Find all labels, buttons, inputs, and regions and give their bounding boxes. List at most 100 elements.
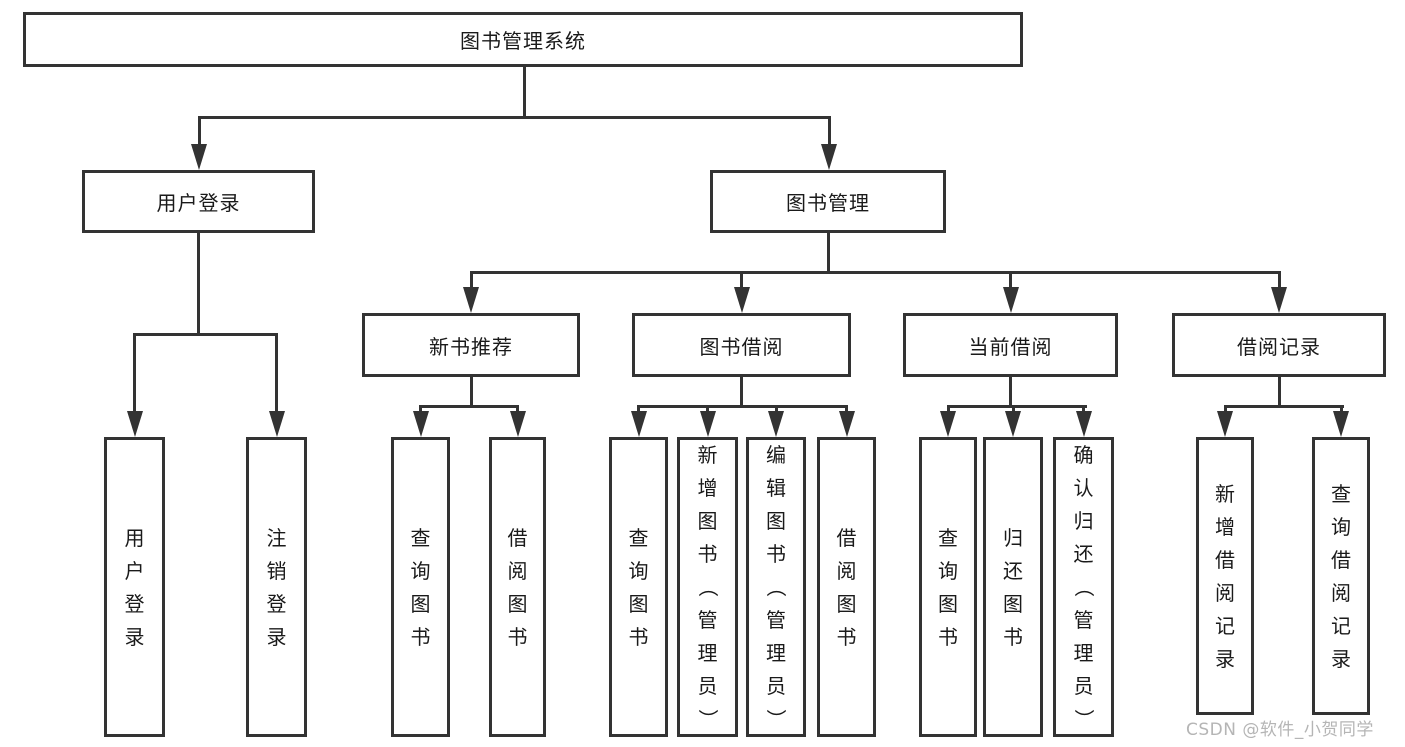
leaf-label-char: 员 [1073,674,1094,698]
leaf-label-char: 用 [124,525,145,550]
edge-root-rail [197,115,831,119]
leaf-label-char: 书 [1003,624,1023,649]
edge-borrow-records-stem [1277,377,1281,406]
leaf-label-char: 管 [766,608,786,632]
edge-user-login-rail [133,332,278,336]
leaf-label-char: 询 [938,558,958,583]
leaf-borrow-books: 借阅图书 [817,437,876,737]
leaf-label-char: 登 [124,591,145,616]
leaf-label-char: ） [695,709,720,729]
arrowhead-leaf-logout [268,411,285,437]
edge-drop-query-borrow-record [1339,406,1343,412]
leaf-label-char: 注 [266,525,287,550]
leaf-label-char: 管 [1073,608,1094,632]
arrowhead-query-books-current [940,411,956,437]
edge-drop-user-login [197,117,201,144]
leaf-label-char: 员 [766,674,786,698]
leaf-label-char: 管 [697,608,718,632]
leaf-label-char: 书 [836,624,857,649]
node-book-borrow-label: 图书借阅 [699,334,784,359]
edge-book-management-stem [826,233,830,272]
arrowhead-borrow-books [838,411,855,437]
leaf-label-char: 书 [697,542,718,566]
leaf-label-char: 记 [1215,613,1235,638]
leaf-label-char: 理 [1073,641,1094,665]
edge-book-borrow-rail [637,404,848,408]
edge-drop-leaf-user-login [133,334,136,411]
arrowhead-return-books [1005,411,1021,437]
edge-drop-current-borrow [1009,272,1012,287]
node-borrow-records: 借阅记录 [1172,313,1386,377]
leaf-label-char: 查 [628,525,649,550]
edge-root-stem [522,67,526,117]
edge-drop-book-borrow [740,272,743,287]
edge-current-borrow-rail [946,404,1087,408]
leaf-query-books-current: 查询图书 [919,437,977,737]
edge-drop-query-books-recommend [419,406,422,412]
leaf-query-borrow-record: 查询借阅记录 [1312,437,1370,715]
leaf-label-char: 登 [266,591,287,616]
leaf-label-char: 借 [1215,547,1235,572]
node-root: 图书管理系统 [23,12,1023,67]
edge-borrow-records-rail [1223,404,1344,408]
node-borrow-records-label: 借阅记录 [1237,334,1321,359]
leaf-label-char: 增 [1215,514,1235,539]
edge-drop-borrow-books [845,406,848,412]
edge-new-book-recommend-rail [419,404,519,408]
edge-drop-query-books-borrow [637,406,640,412]
leaf-label-char: 阅 [836,558,857,583]
edge-user-login-stem [197,233,200,334]
leaf-borrow-books-recommend: 借阅图书 [489,437,546,737]
arrowhead-new-book-recommend [463,287,479,313]
arrowhead-query-borrow-record [1333,411,1349,437]
node-new-book-recommend-label: 新书推荐 [429,334,513,359]
node-book-management-label: 图书管理 [786,191,870,215]
leaf-query-books-borrow: 查询图书 [609,437,668,737]
node-current-borrow: 当前借阅 [903,313,1118,377]
leaf-label-char: 书 [410,624,431,649]
leaf-label-char: 询 [628,558,649,583]
leaf-query-books-recommend: 查询图书 [391,437,450,737]
edge-drop-edit-books-admin [774,406,778,412]
leaf-label-char: 图 [1003,591,1023,616]
edge-current-borrow-stem [1009,377,1012,406]
leaf-label-char: 询 [410,558,431,583]
leaf-logout: 注销登录 [246,437,307,737]
arrowhead-leaf-user-login [126,411,143,437]
csdn-watermark: CSDN @软件_小贺同学 [1186,720,1374,740]
leaf-label-char: 图 [938,591,958,616]
leaf-label-char: 图 [507,591,528,616]
arrowhead-book-borrow [733,287,750,313]
node-user-login: 用户登录 [82,170,315,233]
node-book-borrow: 图书借阅 [632,313,851,377]
leaf-label-char: 图 [697,509,718,533]
leaf-label-char: 还 [1003,558,1023,583]
leaf-label-char: ） [764,709,788,729]
leaf-label-char: 录 [266,624,287,649]
leaf-label-char: 辑 [766,476,786,500]
arrowhead-borrow-books-recommend [509,411,526,437]
arrowhead-borrow-records [1271,287,1287,313]
leaf-label-char: 书 [766,542,786,566]
leaf-label-char: 借 [507,525,528,550]
leaf-label-char: 增 [697,476,718,500]
edge-book-borrow-stem [740,377,743,406]
leaf-label-char: 归 [1073,509,1094,533]
arrowhead-current-borrow [1002,287,1019,313]
leaf-confirm-return-admin: 确认归还（管理员） [1053,437,1114,737]
arrowhead-query-books-recommend [412,411,429,437]
node-book-management: 图书管理 [710,170,946,233]
leaf-label-char: 借 [1331,547,1351,572]
leaf-add-books-admin: 新增图书（管理员） [677,437,738,737]
leaf-label-char: 户 [124,558,145,583]
leaf-edit-books-admin: 编辑图书（管理员） [746,437,806,737]
leaf-label-char: 询 [1331,514,1351,539]
leaf-user-login: 用户登录 [104,437,165,737]
leaf-label-char: 员 [697,674,718,698]
leaf-label-char: 阅 [1215,580,1235,605]
leaf-label-char: 认 [1073,476,1094,500]
edge-drop-add-books-admin [706,406,709,412]
leaf-label-char: 录 [1215,646,1235,671]
node-current-borrow-label: 当前借阅 [968,334,1053,359]
